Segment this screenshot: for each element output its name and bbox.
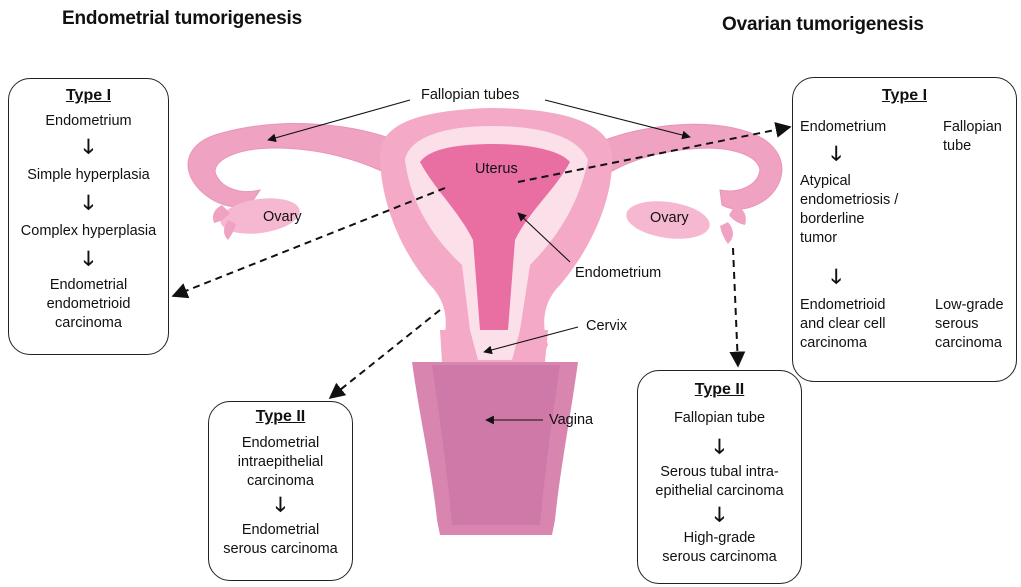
ovarian-type1-left-end: carcinoma <box>800 334 885 353</box>
endometrial-type1-step: Endometrium <box>9 112 168 131</box>
ovarian-type1-right-start: Fallopian <box>943 118 1002 137</box>
endometrial-type2-step: intraepithelial <box>209 453 352 472</box>
down-arrow-icon: 🡓 <box>9 193 168 215</box>
endometrial-type1-final: carcinoma <box>9 314 168 333</box>
endometrial-type1-box: Type I Endometrium 🡓 Simple hyperplasia … <box>8 78 169 355</box>
label-cervix: Cervix <box>586 318 627 334</box>
ovarian-type2-step: Fallopian tube <box>638 409 801 428</box>
down-arrow-icon: 🡓 <box>831 267 841 289</box>
ovarian-type1-right-end: serous <box>935 315 1004 334</box>
label-fallopian-tubes: Fallopian tubes <box>421 87 519 103</box>
ovarian-type1-left-start: Endometrium <box>800 118 886 137</box>
down-arrow-icon: 🡓 <box>9 249 168 271</box>
ovarian-type1-right-end: carcinoma <box>935 334 1004 353</box>
label-uterus: Uterus <box>475 161 518 177</box>
ovarian-type1-left-end: Endometrioid <box>800 296 885 315</box>
label-vagina: Vagina <box>549 412 593 428</box>
endometrial-type1-title: Type I <box>9 85 168 107</box>
ovarian-type2-step: epithelial carcinoma <box>638 482 801 501</box>
endometrial-type2-title: Type II <box>209 406 352 428</box>
down-arrow-icon: 🡓 <box>638 505 801 527</box>
endometrial-type2-final: serous carcinoma <box>209 540 352 559</box>
ovarian-type1-left-mid: borderline <box>800 210 898 229</box>
ovarian-type2-box: Type II Fallopian tube 🡓 Serous tubal in… <box>637 370 802 584</box>
ovarian-type1-right-end: Low-grade <box>935 296 1004 315</box>
ovarian-type1-left-mid: endometriosis / <box>800 191 898 210</box>
down-arrow-icon: 🡓 <box>638 437 801 459</box>
ovarian-type2-final: High-grade <box>638 529 801 548</box>
ovarian-type1-right-start: tube <box>943 137 1002 156</box>
down-arrow-icon: 🡓 <box>831 144 841 166</box>
endometrial-type1-step: Complex hyperplasia <box>9 222 168 241</box>
ovarian-type2-title: Type II <box>638 379 801 401</box>
endometrial-type1-final: Endometrial <box>9 276 168 295</box>
ovarian-type1-left-mid: Atypical <box>800 172 898 191</box>
endometrial-type1-final: endometrioid <box>9 295 168 314</box>
endometrial-type2-final: Endometrial <box>209 521 352 540</box>
endometrial-type2-step: Endometrial <box>209 434 352 453</box>
label-ovary-left: Ovary <box>263 209 302 225</box>
label-endometrium: Endometrium <box>575 265 661 281</box>
down-arrow-icon: 🡓 <box>209 495 352 517</box>
endometrial-type2-step: carcinoma <box>209 472 352 491</box>
down-arrow-icon: 🡓 <box>9 137 168 159</box>
ovarian-type1-left-end: and clear cell <box>800 315 885 334</box>
label-ovary-right: Ovary <box>650 210 689 226</box>
ovarian-type1-title: Type I <box>793 85 1016 107</box>
ovarian-type1-box: Type I Endometrium 🡓 Atypical endometrio… <box>792 77 1017 382</box>
ovarian-type2-step: Serous tubal intra- <box>638 463 801 482</box>
endometrial-type1-step: Simple hyperplasia <box>9 166 168 185</box>
endometrial-type2-box: Type II Endometrial intraepithelial carc… <box>208 401 353 581</box>
ovarian-type1-left-mid: tumor <box>800 229 898 248</box>
fallopian-tube-right <box>605 124 782 209</box>
fallopian-tube-left <box>188 124 395 207</box>
ovarian-type2-final: serous carcinoma <box>638 548 801 567</box>
